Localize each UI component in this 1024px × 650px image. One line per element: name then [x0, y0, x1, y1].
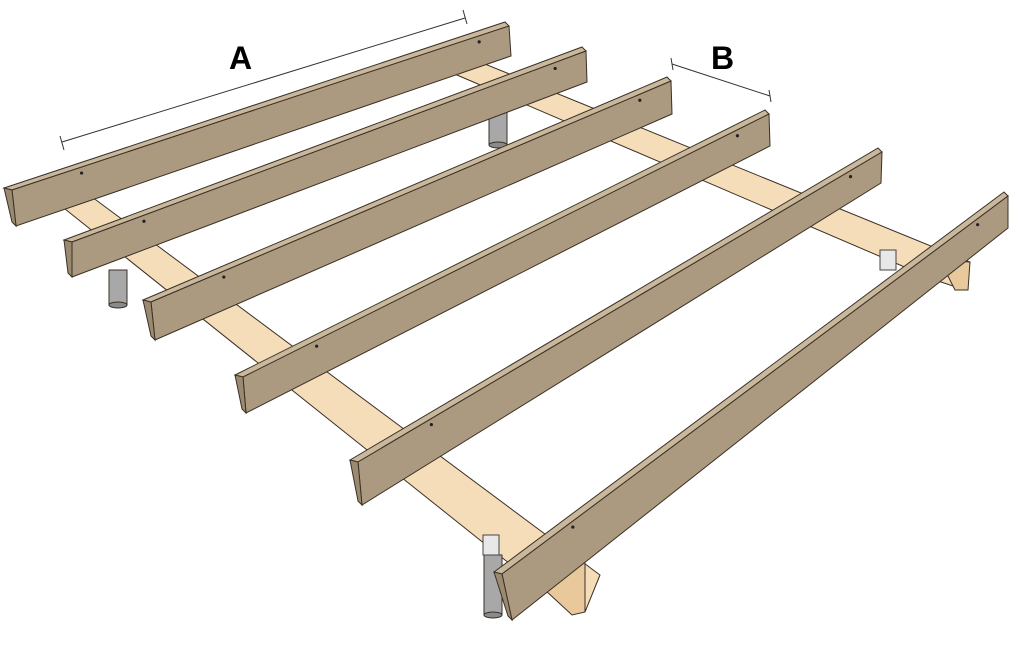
joist: [62, 46, 588, 279]
nail-hole: [553, 66, 557, 71]
nail-hole: [638, 98, 642, 102]
nail-hole: [222, 275, 226, 279]
nail-hole: [976, 223, 980, 227]
nail-hole: [142, 219, 146, 223]
dimension-a: [59, 9, 468, 151]
bracket-icon: [879, 249, 897, 271]
nail-hole: [429, 423, 433, 427]
nail-hole: [848, 175, 853, 179]
joist: [2, 21, 512, 228]
dimension-b: [670, 57, 772, 103]
joist: [233, 109, 771, 415]
dimension-label-b: B: [711, 40, 735, 76]
nail-hole: [477, 40, 481, 44]
joists: [2, 21, 1009, 622]
joist: [141, 76, 673, 342]
dimension-label-a: A: [229, 40, 253, 76]
joist: [492, 191, 1009, 622]
bracket-icon: [482, 534, 500, 556]
post: [108, 269, 128, 309]
nail-hole: [571, 525, 575, 529]
nail-hole: [79, 171, 84, 175]
post: [488, 111, 508, 149]
joist: [348, 147, 883, 507]
nail-hole: [315, 344, 319, 348]
nail-hole: [735, 134, 740, 138]
